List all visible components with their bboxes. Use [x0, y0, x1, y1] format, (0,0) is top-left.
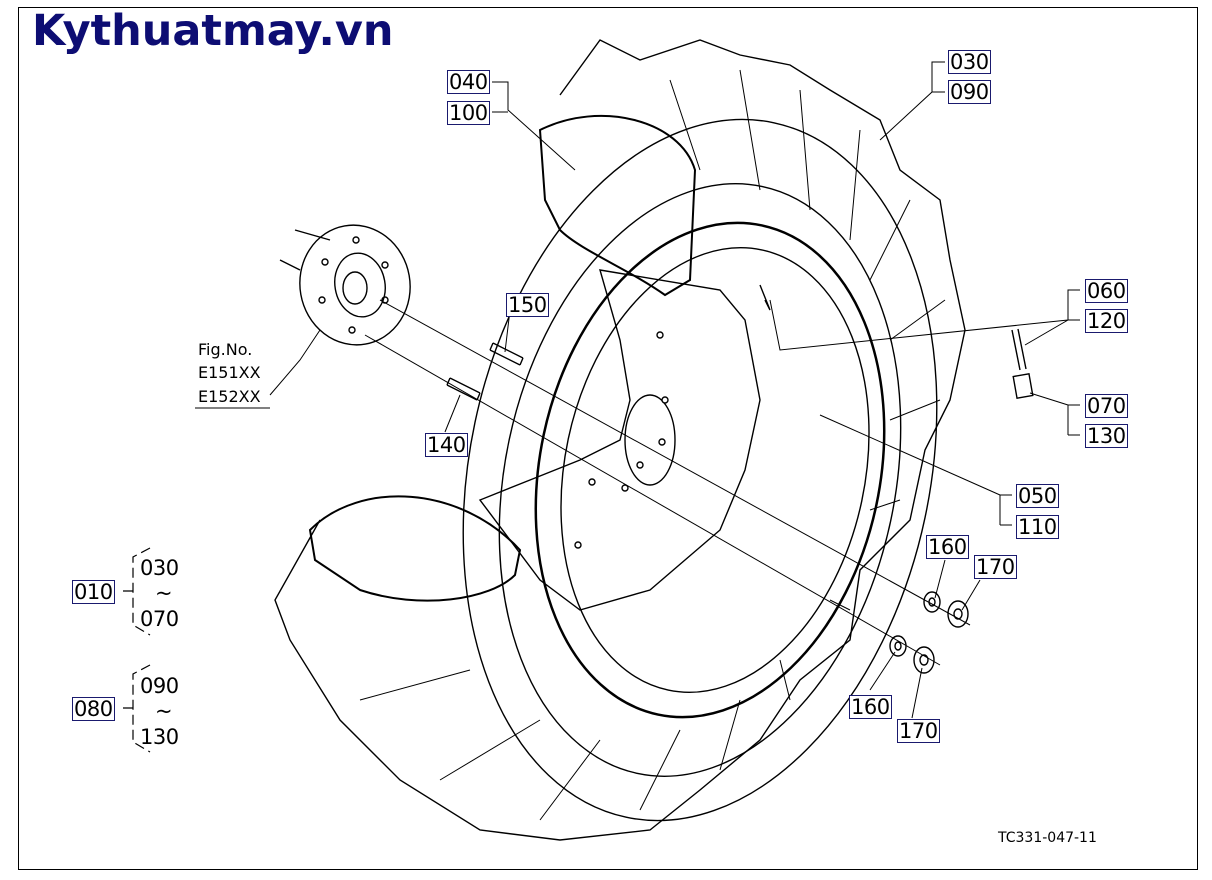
- disc-bolt-holes: [574, 331, 669, 549]
- tire-section-upper: [538, 114, 697, 297]
- callout-060[interactable]: 060: [1085, 279, 1128, 303]
- drawing-frame: [18, 7, 1198, 870]
- callout-110[interactable]: 110: [1016, 515, 1059, 539]
- callout-170[interactable]: 170: [974, 555, 1017, 579]
- tire-lugs: [274, 39, 966, 841]
- callout-070[interactable]: 070: [1085, 394, 1128, 418]
- callout-050[interactable]: 050: [1016, 484, 1059, 508]
- callout-120[interactable]: 120: [1085, 309, 1128, 333]
- fig-ref-e151xx[interactable]: E151XX: [198, 363, 261, 382]
- tire-outer: [462, 118, 938, 822]
- fig-ref-e152xx[interactable]: E152XX: [198, 387, 261, 406]
- tire-inner: [498, 183, 902, 777]
- site-logo: Kythuatmay.vn: [32, 6, 394, 56]
- stud-bolts: [446, 342, 524, 401]
- callout-150[interactable]: 150: [506, 293, 549, 317]
- group-010-tilde: ~: [155, 581, 173, 605]
- group-080-from: 090: [140, 674, 179, 698]
- group-080-tilde: ~: [155, 699, 173, 723]
- leader-lines: [195, 61, 1080, 719]
- hub-flange: [279, 224, 411, 346]
- tire-section-lower: [308, 495, 522, 602]
- wheel-disc: [478, 269, 761, 611]
- callout-170-lower[interactable]: 170: [897, 719, 940, 743]
- callout-160[interactable]: 160: [926, 535, 969, 559]
- rim-inner: [560, 247, 870, 693]
- disc-center-hole: [624, 394, 676, 486]
- fig-no-label: Fig.No.: [198, 340, 253, 359]
- callout-130[interactable]: 130: [1085, 424, 1128, 448]
- callout-100[interactable]: 100: [447, 101, 490, 125]
- callout-030[interactable]: 030: [948, 50, 991, 74]
- group-callout-010[interactable]: 010: [72, 580, 115, 604]
- group-callout-080[interactable]: 080: [72, 697, 115, 721]
- valve-stem: [759, 284, 1034, 400]
- callout-040[interactable]: 040: [447, 70, 490, 94]
- group-080-to: 130: [140, 725, 179, 749]
- group-010-from: 030: [140, 556, 179, 580]
- lug-details: [359, 69, 946, 821]
- callout-140[interactable]: 140: [425, 433, 468, 457]
- rim-outer: [534, 221, 886, 719]
- callout-090[interactable]: 090: [948, 80, 991, 104]
- group-010-to: 070: [140, 607, 179, 631]
- drawing-code: TC331-047-11: [998, 830, 1097, 846]
- washers-nuts: [889, 591, 969, 674]
- callout-160-lower[interactable]: 160: [849, 695, 892, 719]
